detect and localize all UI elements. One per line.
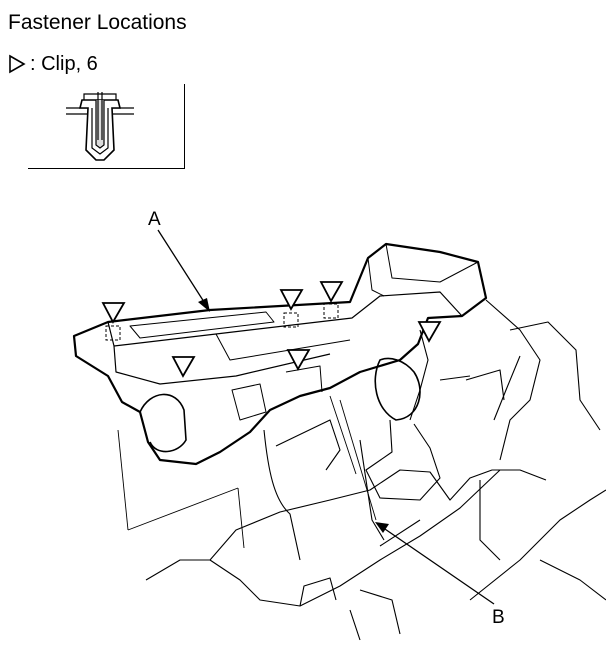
floor-console-lower <box>145 299 606 641</box>
leader-b <box>375 522 495 605</box>
callout-label-a: A <box>148 209 161 230</box>
page-title: Fastener Locations <box>8 11 187 34</box>
clip-triangle-icon <box>9 54 26 74</box>
center-console-a <box>72 242 488 466</box>
clip-marker-6 <box>417 321 442 343</box>
clip-marker-3 <box>279 289 304 311</box>
alignment-lines <box>117 375 471 549</box>
clip-marker-4 <box>319 281 344 303</box>
clip-markers <box>101 281 442 378</box>
clip-marker-2 <box>171 356 196 378</box>
leader-a <box>157 229 210 312</box>
clip-marker-5 <box>286 349 311 371</box>
callout-label-b: B <box>492 607 505 628</box>
legend: : Clip, 6 <box>8 54 98 74</box>
clip-marker-1 <box>101 302 126 324</box>
clip-location-dashes <box>105 303 339 341</box>
clip-detail-icon <box>66 92 134 161</box>
clip-detail-inset <box>28 84 185 169</box>
legend-label: : Clip, 6 <box>30 53 98 75</box>
